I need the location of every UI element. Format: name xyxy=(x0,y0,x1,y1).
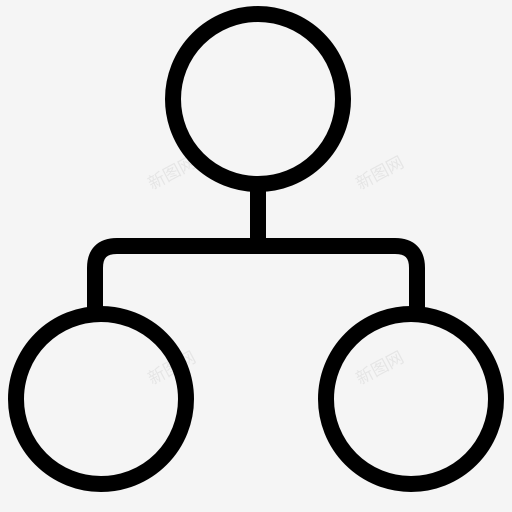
watermark-text: 新图网 xyxy=(353,153,407,195)
left-node-circle xyxy=(8,306,194,492)
branch-connector xyxy=(87,238,425,322)
top-node-circle xyxy=(165,6,351,192)
watermark-text: 新图网 xyxy=(353,348,407,390)
right-node-circle xyxy=(318,306,504,492)
